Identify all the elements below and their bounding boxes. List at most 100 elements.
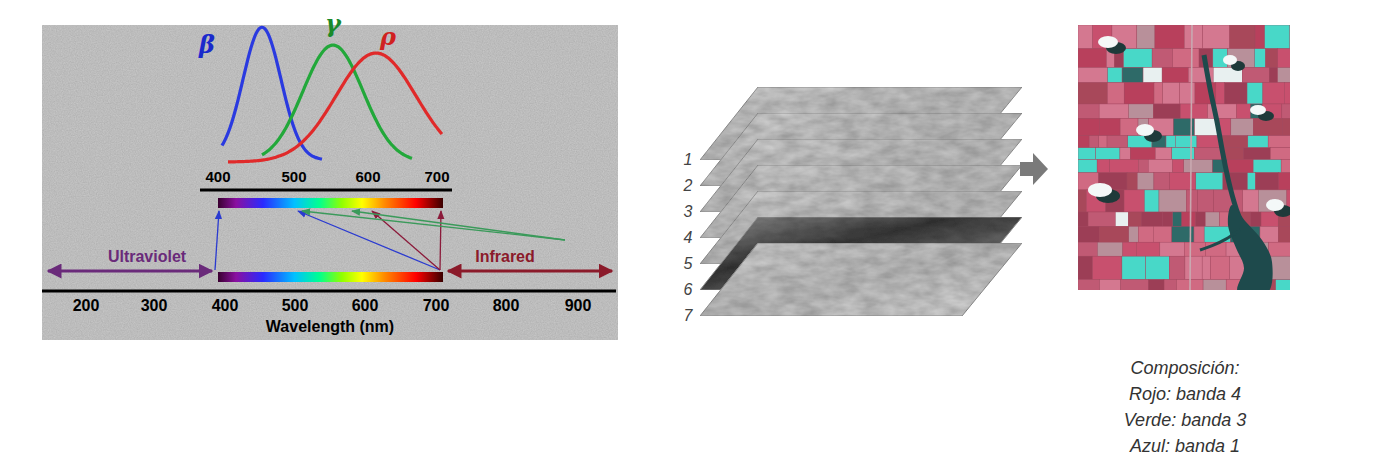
field-parcel	[1093, 256, 1122, 279]
band-number: 6	[684, 281, 693, 299]
axis-tick-label: 400	[212, 297, 239, 315]
field-parcel	[1182, 212, 1196, 226]
field-parcel	[1203, 280, 1226, 290]
lake	[1228, 205, 1273, 290]
field-parcel	[1078, 83, 1107, 104]
axis-tick-label: 700	[424, 168, 449, 185]
field-parcel	[1247, 173, 1255, 190]
field-parcel	[1160, 242, 1185, 256]
field-parcel	[1198, 190, 1214, 212]
field-parcel	[1097, 160, 1110, 173]
field-parcel	[1270, 148, 1290, 160]
field-parcel	[1269, 68, 1277, 83]
field-parcel	[1124, 49, 1153, 68]
field-parcel	[1078, 148, 1096, 160]
field-parcel	[1155, 148, 1172, 160]
field-parcel	[1284, 83, 1290, 104]
field-parcel	[1243, 190, 1259, 212]
field-parcel	[1078, 160, 1097, 173]
field-parcel	[1164, 280, 1176, 290]
field-parcel	[1227, 160, 1253, 173]
band-stack	[700, 87, 1022, 316]
cloud	[1098, 36, 1118, 48]
region-label: Ultraviolet	[108, 248, 186, 266]
bottom-spectrum-bar	[218, 272, 443, 282]
band-number: 2	[684, 177, 693, 195]
sensitivity-curves	[222, 27, 442, 162]
field-parcel	[1078, 136, 1089, 148]
axis-tick-label: 700	[423, 297, 450, 315]
region-label: Infrared	[475, 248, 535, 266]
field-parcel	[1100, 280, 1121, 290]
field-parcel	[1078, 280, 1100, 290]
axis-tick-label: 300	[141, 297, 168, 315]
cloud	[1250, 105, 1266, 115]
field-parcel	[1237, 104, 1251, 119]
field-parcel	[1256, 173, 1279, 190]
field-parcel	[1283, 119, 1290, 136]
axis-tick-label: 200	[73, 297, 100, 315]
field-parcel	[1248, 136, 1268, 148]
field-parcel	[1138, 160, 1148, 173]
band-layer	[700, 243, 1022, 316]
cloud	[1223, 55, 1237, 65]
field-parcel	[1186, 190, 1197, 212]
field-parcel	[1124, 190, 1144, 212]
field-parcel	[1242, 68, 1269, 83]
field-parcel	[1128, 212, 1141, 226]
composition-caption: Verde: banda 3	[1124, 410, 1246, 431]
field-parcel	[1180, 104, 1207, 119]
field-parcel	[1078, 242, 1097, 256]
field-parcel	[1162, 212, 1172, 226]
spectrum-panel	[42, 25, 618, 340]
mapping-arrow	[352, 211, 565, 240]
field-parcel	[1263, 83, 1284, 104]
field-parcel	[1141, 212, 1162, 226]
false-color-image	[1078, 25, 1290, 290]
cloud	[1088, 183, 1112, 197]
mapping-arrow	[215, 211, 219, 270]
field-parcel	[1154, 83, 1163, 104]
field-parcel	[1281, 160, 1290, 173]
field-parcel	[1203, 25, 1230, 49]
field-parcel	[1184, 160, 1213, 173]
field-parcel	[1099, 104, 1128, 119]
field-parcel	[1108, 68, 1123, 83]
field-parcel	[1144, 190, 1159, 212]
field-parcel	[1197, 136, 1221, 148]
cloud	[1266, 199, 1284, 211]
axis-tick-label: 600	[352, 297, 379, 315]
field-parcel	[1196, 173, 1223, 190]
field-parcel	[1254, 49, 1265, 68]
field-parcel	[1173, 49, 1200, 68]
field-parcel	[1143, 68, 1162, 83]
field-parcel	[1247, 83, 1263, 104]
band-number: 1	[684, 151, 693, 169]
road-line	[1190, 25, 1192, 290]
field-parcel	[1099, 119, 1120, 136]
field-parcel	[1276, 280, 1290, 290]
composition-caption: Composición:	[1130, 358, 1239, 379]
field-parcel	[1268, 136, 1290, 148]
field-parcel	[1146, 256, 1169, 279]
axis-title: Wavelength (nm)	[266, 318, 394, 336]
field-parcel	[1110, 160, 1138, 173]
band-number: 3	[684, 203, 693, 221]
field-parcel	[1130, 148, 1155, 160]
field-parcel	[1243, 148, 1270, 160]
field-parcel	[1269, 242, 1290, 256]
field-parcel	[1154, 173, 1170, 190]
field-parcel	[1184, 25, 1202, 49]
field-parcel	[1107, 83, 1124, 104]
band-number: 4	[684, 229, 693, 247]
field-parcel	[1225, 83, 1247, 104]
field-parcel	[1122, 256, 1146, 279]
field-parcel	[1136, 242, 1160, 256]
curve-label: γ	[325, 10, 341, 38]
field-parcel	[1096, 148, 1120, 160]
field-parcel	[1088, 212, 1115, 226]
field-parcel	[1253, 119, 1283, 136]
field-parcel	[1162, 68, 1188, 83]
field-parcel	[1250, 212, 1261, 226]
